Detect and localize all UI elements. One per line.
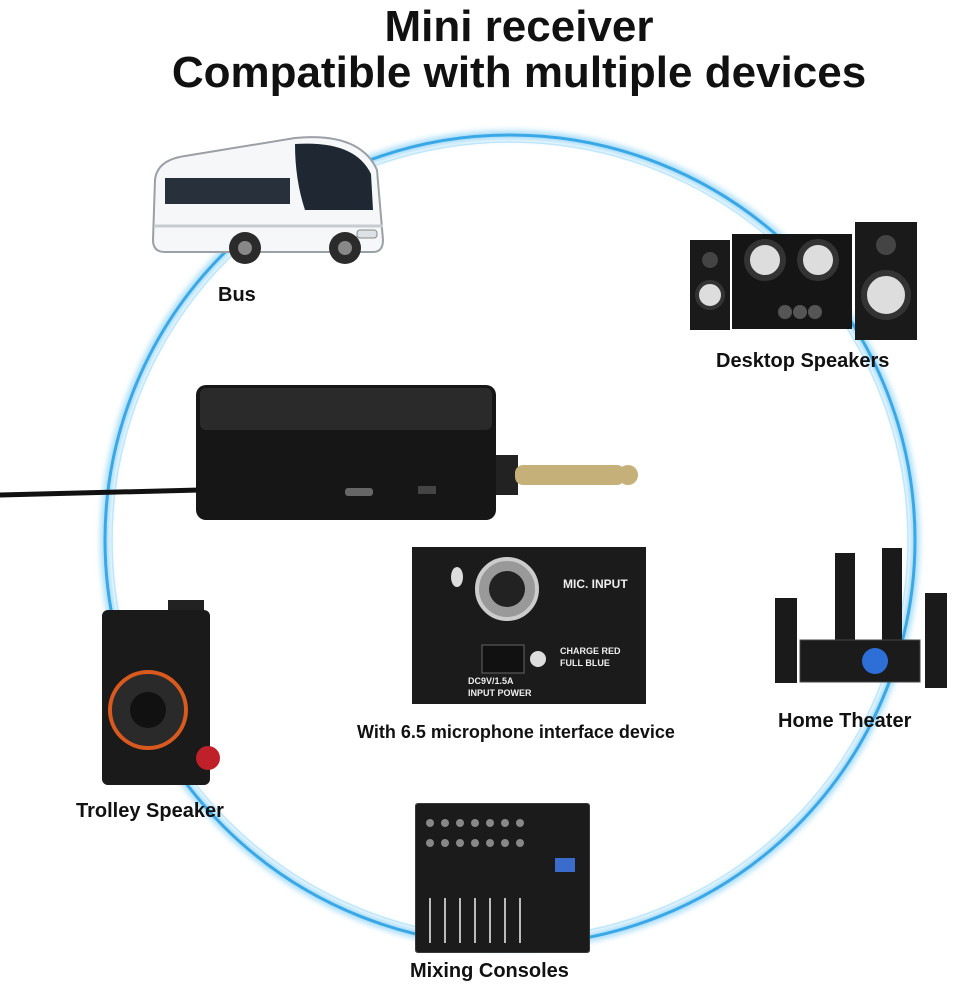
charge-red-label: CHARGE RED xyxy=(560,646,621,656)
title-line-2: Compatible with multiple devices xyxy=(171,48,867,97)
desktop-speakers-image xyxy=(690,222,917,340)
home-theater-image xyxy=(775,548,947,688)
bus-label: Bus xyxy=(218,284,256,306)
mini-receiver-image xyxy=(0,385,638,520)
mixing-consoles-label: Mixing Consoles xyxy=(410,960,569,982)
trolley-speaker-image xyxy=(102,600,220,785)
mic-interface-image xyxy=(412,547,646,704)
interface-caption: With 6.5 microphone interface device xyxy=(357,722,675,742)
bus-image xyxy=(151,136,385,264)
input-power-label: INPUT POWER xyxy=(468,688,532,698)
mic-input-label: MIC. INPUT xyxy=(563,577,628,591)
mixing-console-image xyxy=(415,803,590,953)
full-blue-label: FULL BLUE xyxy=(560,658,610,668)
trolley-speaker-label: Trolley Speaker xyxy=(76,800,224,822)
title-line-1: Mini receiver xyxy=(384,2,654,51)
dc-rating-label: DC9V/1.5A xyxy=(468,676,514,686)
desktop-speakers-label: Desktop Speakers xyxy=(716,350,890,372)
home-theater-label: Home Theater xyxy=(778,710,912,732)
